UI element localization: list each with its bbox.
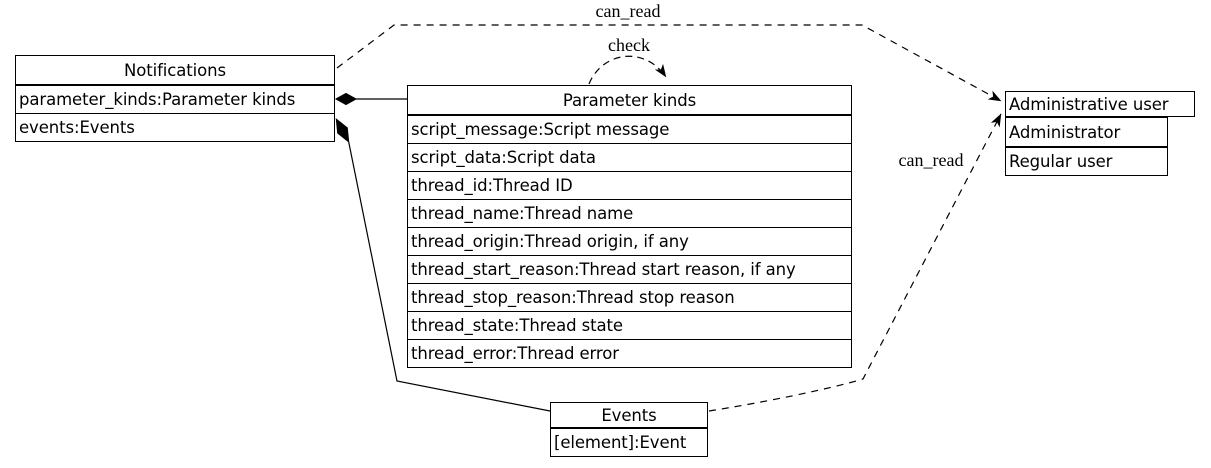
edge-label-can-read: can_read <box>595 1 661 21</box>
composition-diamond-icon <box>334 92 358 106</box>
field-row: thread_error:Thread error <box>408 339 851 367</box>
node-title: Events <box>551 403 707 428</box>
field-row: events:Events <box>16 113 334 141</box>
field-row: script_data:Script data <box>408 143 851 171</box>
field-row: thread_stop_reason:Thread stop reason <box>408 283 851 311</box>
node-regular-user: Regular user <box>1005 147 1168 176</box>
edge-label-check: check <box>608 35 650 55</box>
node-notifications: Notifications parameter_kinds:Parameter … <box>15 55 335 142</box>
node-events: Events [element]:Event <box>550 402 708 457</box>
node-title: Notifications <box>16 56 334 85</box>
field-row: thread_state:Thread state <box>408 311 851 339</box>
edge-can-read-top <box>336 24 1002 102</box>
node-title: Parameter kinds <box>408 86 851 115</box>
field-row: parameter_kinds:Parameter kinds <box>16 85 334 113</box>
field-row: script_message:Script message <box>408 115 851 143</box>
composition-diamond-icon <box>335 117 350 144</box>
node-administrator: Administrator <box>1005 117 1168 147</box>
edge-label-can-read: can_read <box>898 150 964 170</box>
node-administrative-user: Administrative user <box>1005 91 1195 117</box>
field-row: [element]:Event <box>551 428 707 456</box>
field-row: thread_id:Thread ID <box>408 171 851 199</box>
edge-notifications-events <box>348 141 551 412</box>
field-row: thread_origin:Thread origin, if any <box>408 227 851 255</box>
edge-check-self-loop <box>588 55 667 85</box>
field-row: thread_start_reason:Thread start reason,… <box>408 255 851 283</box>
edge-can-read-right <box>708 113 1002 412</box>
node-parameter-kinds: Parameter kinds script_message:Script me… <box>407 85 852 368</box>
field-row: thread_name:Thread name <box>408 199 851 227</box>
